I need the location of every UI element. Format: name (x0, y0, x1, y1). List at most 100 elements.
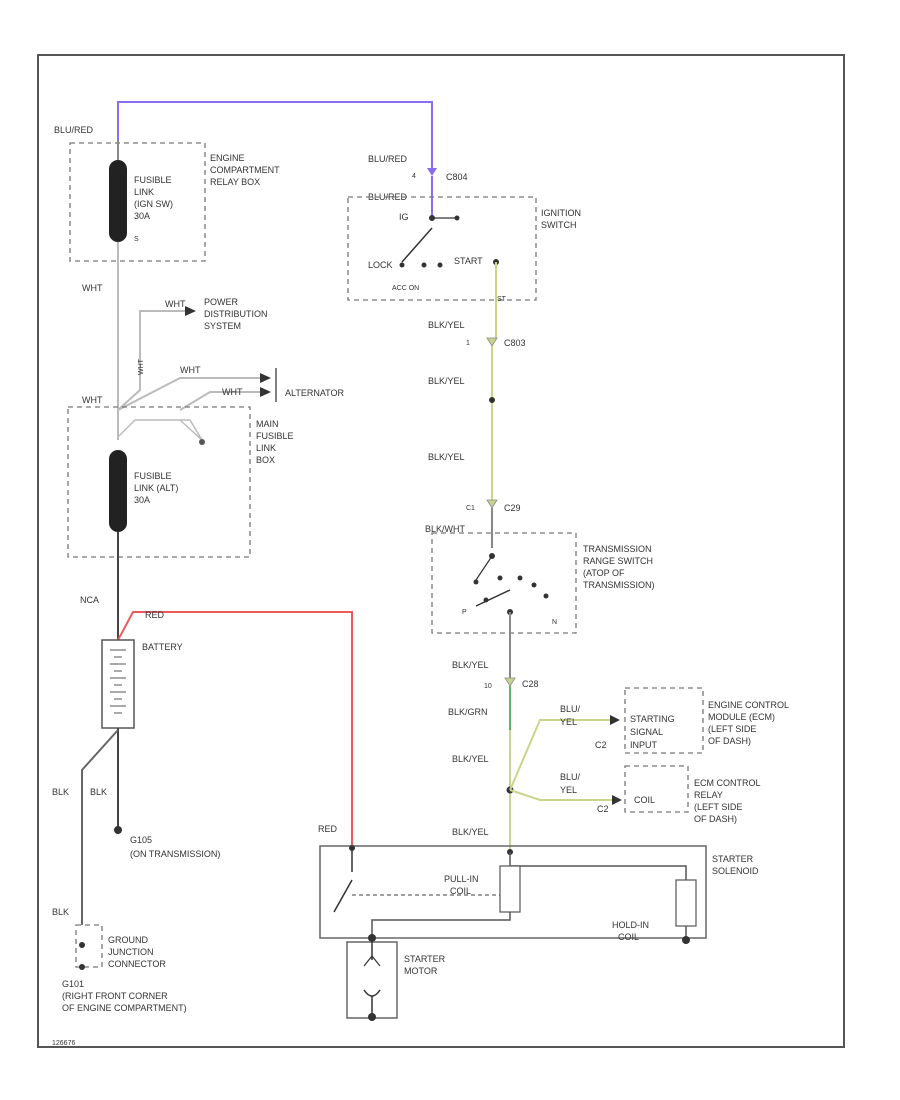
switch-contact-on (437, 262, 443, 268)
wire-wht-alt-1 (117, 377, 260, 411)
label-blu-yel-1: BLU/ YEL (560, 704, 583, 727)
label-ecm-relay: ECM CONTROL RELAY (LEFT SIDE OF DASH) (694, 778, 763, 824)
label-blk-yel-5: BLK/YEL (452, 754, 489, 764)
junction-pin-2 (79, 964, 85, 970)
label-c803: C803 (504, 338, 526, 348)
trs-contact-3 (517, 575, 523, 581)
switch-blade (401, 227, 433, 263)
label-pullin-coil: PULL-IN COIL (444, 874, 481, 896)
label-coil: COIL (634, 795, 655, 805)
switch-contact-acc (421, 262, 427, 268)
label-n: N (552, 619, 557, 626)
label-alternator: ALTERNATOR (285, 388, 345, 398)
label-start: START (454, 256, 483, 266)
label-ground-junction: GROUND JUNCTION CONNECTOR (108, 935, 166, 969)
label-wht-3: WHT (138, 358, 145, 375)
solenoid-battery-terminal (349, 845, 355, 851)
main-fusible-link-box (67, 406, 251, 558)
label-blk-yel-6: BLK/YEL (452, 827, 489, 837)
trs-contact-5 (543, 593, 549, 599)
label-lock: LOCK (368, 260, 393, 270)
label-s: S (134, 236, 139, 243)
label-blk-3: BLK (52, 907, 69, 917)
label-wht-1: WHT (82, 283, 103, 293)
label-acc-on: ACC ON (392, 285, 419, 292)
label-blk-yel-1: BLK/YEL (428, 320, 465, 330)
splice-1 (489, 397, 495, 403)
label-wht-5: WHT (222, 387, 243, 397)
starter-solenoid-box (319, 845, 707, 939)
arrow-ecm (610, 715, 620, 725)
label-fusible-link-1: FUSIBLE LINK (IGN SW) 30A (134, 175, 176, 221)
wire-blu-yel-2 (509, 789, 612, 801)
label-wht-2: WHT (165, 299, 186, 309)
trs-contact-2 (497, 575, 503, 581)
label-starter-solenoid: STARTER SOLENOID (712, 854, 759, 876)
label-nca: NCA (80, 595, 99, 605)
label-ig: IG (399, 212, 409, 222)
wire-red (117, 611, 353, 845)
label-blu-red-2: BLU/RED (368, 154, 408, 164)
label-blk-yel-3: BLK/YEL (428, 452, 465, 462)
wire-blk-g101 (81, 729, 119, 925)
hold-in-coil (675, 879, 697, 927)
solenoid-to-motor (371, 912, 511, 938)
solenoid-hold-path (509, 852, 687, 940)
pull-in-coil (499, 865, 521, 913)
fusible-link-ign-sw (109, 160, 127, 242)
label-c2-1: C2 (595, 740, 607, 750)
label-fusible-link-2: FUSIBLE LINK (ALT) 30A (134, 471, 181, 505)
wire-wht-internal (117, 419, 203, 441)
label-trans-range: TRANSMISSION RANGE SWITCH (ATOP OF TRANS… (583, 544, 656, 590)
trs-contact-1 (473, 579, 479, 585)
battery-cells (110, 649, 126, 714)
label-blk-yel-2: BLK/YEL (428, 376, 465, 386)
battery (101, 639, 135, 729)
label-starting-signal: STARTING SIGNAL INPUT (630, 714, 677, 750)
label-blk-wht: BLK/WHT (425, 524, 466, 534)
label-c28: C28 (522, 679, 539, 689)
motor-armature-icon (363, 989, 381, 997)
fusible-link-alt (109, 450, 127, 532)
ecm-relay-box (624, 765, 689, 813)
label-holdin-coil: HOLD-IN COIL (612, 920, 652, 942)
label-ignition-switch: IGNITION SWITCH (541, 208, 584, 230)
label-st: ST (497, 296, 507, 303)
label-c2-2: C2 (597, 804, 609, 814)
label-blu-yel-2: BLU/ YEL (560, 772, 583, 795)
label-p: P (462, 609, 467, 616)
trs-contact-4 (531, 582, 537, 588)
switch-contact-ig (454, 215, 460, 221)
diagram-frame (37, 54, 845, 1048)
label-c803-pin: 1 (466, 340, 470, 347)
ignition-switch-box (347, 196, 537, 301)
label-ecm-module: ENGINE CONTROL MODULE (ECM) (LEFT SIDE O… (708, 700, 791, 746)
connector-c803 (486, 337, 498, 347)
trs-line (475, 555, 493, 581)
wire-wht-power-dist (117, 310, 185, 411)
label-c804: C804 (446, 172, 468, 182)
transmission-range-switch-box (431, 532, 577, 634)
label-battery: BATTERY (142, 642, 183, 652)
label-blu-red-top: BLU/RED (54, 125, 94, 135)
arrow-alt-2 (260, 387, 271, 397)
label-blk-1: BLK (52, 787, 69, 797)
solenoid-ground-terminal (682, 936, 690, 944)
label-main-fuse-box: MAIN FUSIBLE LINK BOX (256, 419, 296, 465)
wire-blu-yel-1 (509, 719, 610, 791)
label-g105: G105 (ON TRANSMISSION) (130, 835, 220, 859)
label-wht-6: WHT (82, 395, 103, 405)
label-red-1: RED (145, 610, 165, 620)
diagram-reference-id: 126676 (52, 1040, 75, 1047)
connector-c804 (427, 168, 437, 176)
connector-c29 (486, 499, 498, 509)
label-red-2: RED (318, 824, 338, 834)
label-c29: C29 (504, 503, 521, 513)
junction-pin-1 (79, 942, 85, 948)
label-c804-pin: 4 (412, 173, 416, 180)
trs-blade (475, 589, 511, 607)
arrow-alt-1 (260, 373, 271, 383)
label-blk-2: BLK (90, 787, 107, 797)
switch-contact-lock (399, 262, 405, 268)
